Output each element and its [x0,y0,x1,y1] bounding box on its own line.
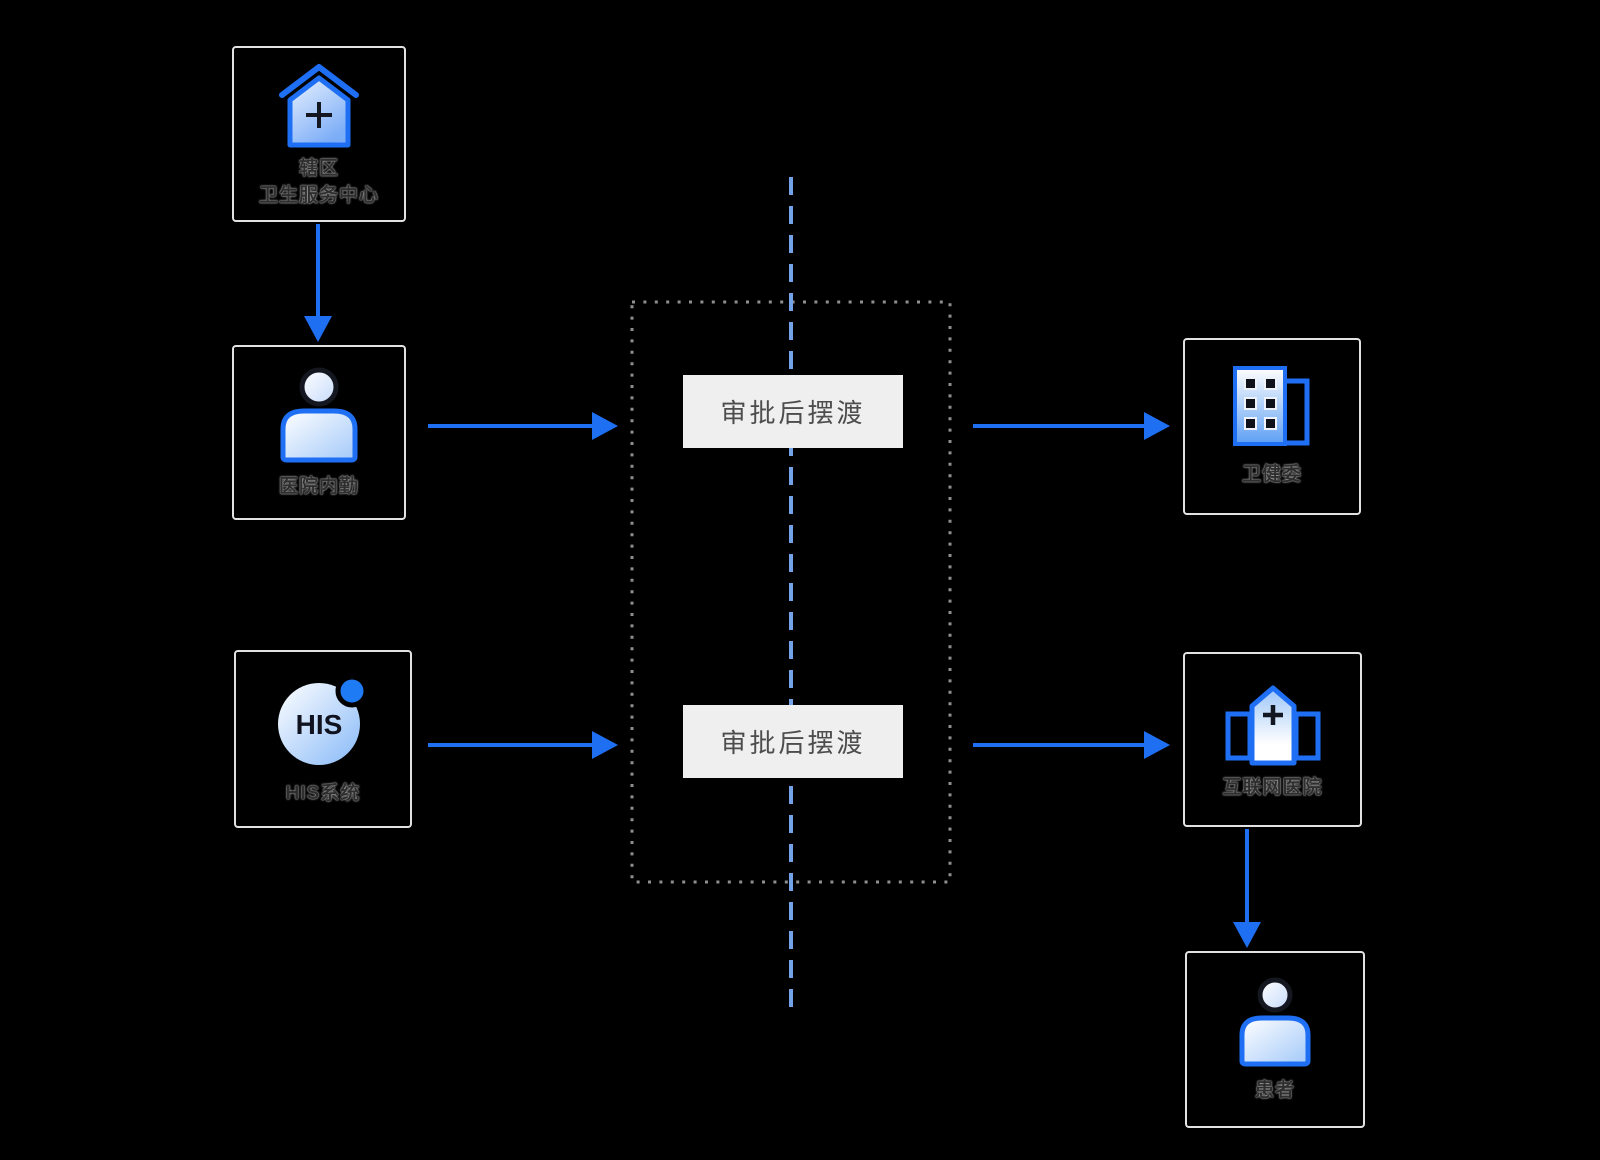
ferry-zone-dotted-border [630,300,952,884]
patient-person-icon [1233,975,1317,1067]
node-health-commission: 卫健委 [1183,338,1361,515]
node-label: 辖区 卫生服务中心 [258,158,379,206]
node-hospital-staff: 医院内勤 [232,345,406,520]
arrow-ferry-to-internet-hospital [973,731,1170,759]
person-icon [274,365,364,463]
building-icon [1229,365,1315,449]
node-label: 互联网医院 [1222,777,1323,798]
node-patient: 患者 [1185,951,1365,1128]
node-label: 卫健委 [1241,464,1302,485]
his-circle-icon: HIS [272,672,374,768]
ferry-label-bottom: 审批后摆渡 [683,705,903,778]
hospital-icon [1224,678,1322,766]
arrow-health-center-to-staff [304,224,332,342]
node-health-center: 辖区 卫生服务中心 [232,46,406,222]
node-label: 医院内勤 [278,476,359,497]
arrow-ferry-to-commission [973,412,1170,440]
arrow-internet-hospital-to-patient [1233,829,1261,948]
node-label: 患者 [1254,1080,1295,1101]
home-plus-icon [273,59,365,149]
node-internet-hospital: 互联网医院 [1183,652,1362,827]
arrow-his-to-ferry [428,731,618,759]
ferry-label-top: 审批后摆渡 [683,375,903,448]
arrow-staff-to-ferry [428,412,618,440]
node-label: HIS系统 [285,782,361,804]
svg-text:HIS: HIS [296,709,343,740]
node-his-system: HIS HIS系统 [234,650,412,828]
